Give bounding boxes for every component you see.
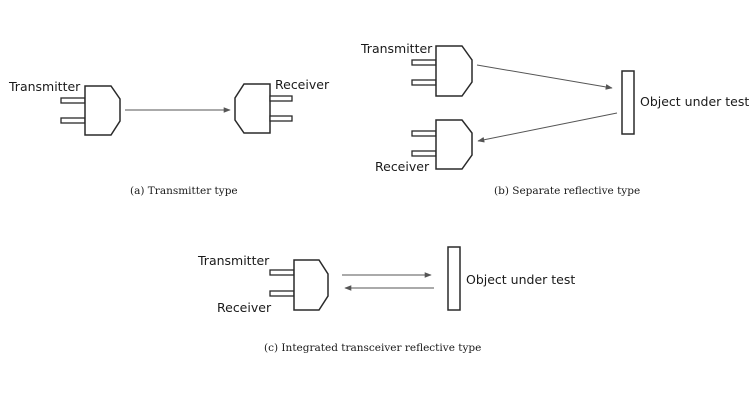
panel-b-reflected-beam-arrow [477, 112, 618, 143]
pin [411, 150, 437, 157]
pin [411, 130, 437, 137]
panel-b-receiver [411, 119, 473, 170]
panel-b-transmitter-label: Transmitter [360, 41, 433, 56]
pin [269, 95, 293, 102]
panel-a-caption: (a) Transmitter type [130, 185, 238, 197]
receiver-body [435, 119, 473, 170]
panel-c-object-label: Object under test [466, 272, 575, 287]
pin [60, 97, 86, 104]
panel-b-object [621, 70, 635, 135]
panel-c-transmitter-label: Transmitter [197, 253, 270, 268]
panel-b: Transmitter Object under test Receiver (… [360, 41, 749, 197]
panel-a-receiver-label: Receiver [275, 77, 330, 92]
panel-b-object-label: Object under test [640, 94, 749, 109]
receiver-body [234, 83, 271, 134]
pin [269, 115, 293, 122]
panel-b-transmitter [411, 45, 473, 97]
panel-c-transceiver [269, 259, 329, 311]
transceiver-body [293, 259, 329, 311]
panel-c-caption: (c) Integrated transceiver reflective ty… [264, 342, 481, 354]
panel-a-transmitter [60, 85, 121, 136]
pin [411, 79, 437, 86]
pin [60, 117, 86, 124]
panel-a: Transmitter Receiver (a) Transmitter typ… [8, 77, 330, 197]
panel-c-object [447, 246, 461, 311]
panel-a-transmitter-label: Transmitter [8, 79, 81, 94]
transmitter-body [435, 45, 473, 97]
panel-b-caption: (b) Separate reflective type [494, 185, 640, 197]
panel-b-emitted-beam-arrow [476, 64, 613, 90]
transmitter-body [84, 85, 121, 136]
panel-a-receiver [234, 83, 293, 134]
panel-c: Transmitter Object under test Receiver (… [197, 246, 575, 354]
panel-c-receiver-label: Receiver [217, 300, 272, 315]
pin [411, 59, 437, 66]
pin [269, 290, 295, 297]
panel-b-receiver-label: Receiver [375, 159, 430, 174]
pin [269, 269, 295, 276]
